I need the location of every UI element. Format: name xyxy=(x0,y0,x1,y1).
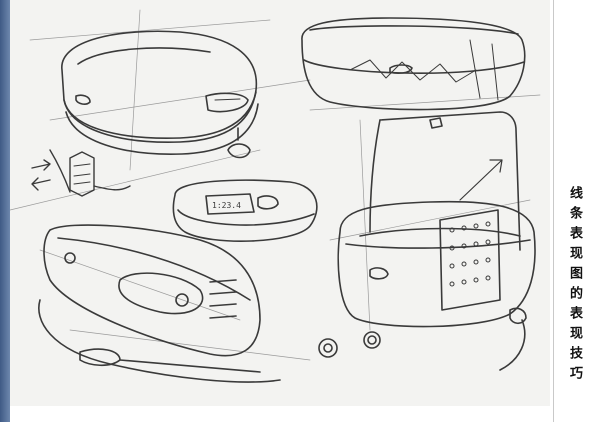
sketch-case-top-left xyxy=(61,30,259,159)
sketch-case-top-right xyxy=(301,17,526,111)
sketch-perforation-holes xyxy=(449,221,491,287)
sketch-open-case xyxy=(337,111,536,371)
left-accent-strip xyxy=(0,0,10,422)
caption-divider xyxy=(553,0,554,422)
sketch-oval-display-unit: 1:23.4 xyxy=(172,179,318,242)
sketch-knob-details xyxy=(318,331,381,358)
sketch-case-side-view xyxy=(38,224,281,383)
sketch-drawing: 1:23.4 xyxy=(10,9,541,383)
construction-lines xyxy=(10,9,541,361)
sketch-display-readout: 1:23.4 xyxy=(212,201,241,210)
caption-panel xyxy=(554,0,600,422)
bottom-margin xyxy=(10,406,550,422)
sketch-slider-detail xyxy=(31,149,131,197)
vertical-caption: 线条表现图的表现技巧 xyxy=(567,186,582,386)
product-sketch-image: 1:23.4 xyxy=(10,0,550,406)
